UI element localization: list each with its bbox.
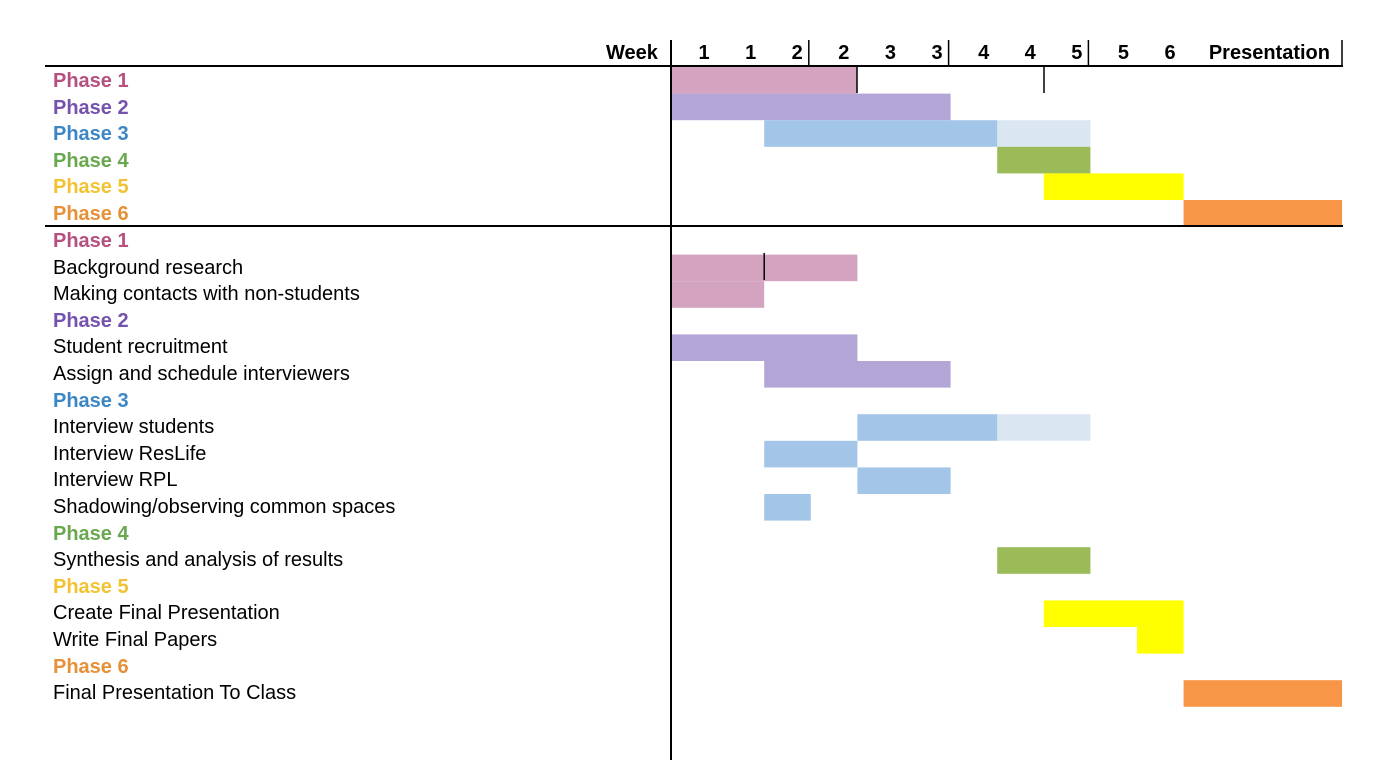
task-label: Interview RPL xyxy=(53,469,178,492)
phase-label: Phase 1 xyxy=(53,70,129,92)
gantt-task-bar xyxy=(1137,627,1184,654)
task-label: Background research xyxy=(53,256,244,279)
week-column-label: 3 xyxy=(931,42,943,64)
week-column-label: 5 xyxy=(1117,42,1129,64)
gantt-task-bar xyxy=(1043,600,1184,627)
week-column-label: 5 xyxy=(1071,42,1083,64)
gantt-summary-bar xyxy=(1043,173,1184,200)
gantt-task-bar xyxy=(857,414,998,441)
task-label: Interview students xyxy=(53,416,215,439)
phase-label: Phase 5 xyxy=(53,575,129,598)
week-column-label: 1 xyxy=(698,42,710,64)
gantt-summary-bar xyxy=(1183,200,1343,227)
week-column-label: 4 xyxy=(1024,42,1036,64)
task-label: Final Presentation To Class xyxy=(53,682,297,705)
gantt-bar-extension xyxy=(997,414,1091,441)
phase-label: Phase 5 xyxy=(53,176,129,199)
week-column-label: 6 xyxy=(1164,42,1176,64)
gantt-summary-bar xyxy=(671,67,858,94)
gantt-bar-extension xyxy=(997,120,1091,147)
task-label: Shadowing/observing common spaces xyxy=(53,496,396,518)
gantt-task-bar xyxy=(764,361,951,388)
phase-label: Phase 6 xyxy=(53,655,129,678)
phase-label: Phase 4 xyxy=(53,149,129,172)
task-label: Student recruitment xyxy=(53,336,228,359)
week-column-label: Presentation xyxy=(1208,42,1330,64)
week-column-label: 1 xyxy=(745,42,757,64)
task-label: Write Final Papers xyxy=(53,629,218,651)
gantt-task-bar xyxy=(764,494,811,521)
gantt-task-bar xyxy=(671,334,858,361)
task-label: Interview ResLife xyxy=(53,442,207,465)
task-label: Assign and schedule interviewers xyxy=(53,363,350,385)
phase-label: Phase 3 xyxy=(53,389,129,412)
phase-label: Phase 2 xyxy=(53,309,129,332)
phase-label: Phase 6 xyxy=(53,203,129,225)
gantt-summary-bar xyxy=(671,93,951,121)
phase-label: Phase 3 xyxy=(53,123,129,146)
gantt-task-bar xyxy=(671,281,765,308)
week-column-label: 3 xyxy=(884,42,896,64)
phase-label: Phase 4 xyxy=(53,522,129,545)
phase-label: Phase 1 xyxy=(53,230,129,252)
task-label: Making contacts with non-students xyxy=(53,283,360,306)
week-column-label: 2 xyxy=(791,42,803,64)
week-column-label: 2 xyxy=(838,42,850,64)
gantt-task-bar xyxy=(1183,680,1343,707)
week-column-label: 4 xyxy=(978,42,990,64)
gantt-task-bar xyxy=(764,440,858,468)
gantt-summary-bar xyxy=(764,120,998,147)
task-label: Create Final Presentation xyxy=(53,602,280,625)
week-header-label: Week xyxy=(606,42,658,64)
gantt-summary-bar xyxy=(997,146,1091,174)
task-label: Synthesis and analysis of results xyxy=(53,549,344,572)
gantt-task-bar xyxy=(857,467,951,494)
phase-label: Phase 2 xyxy=(53,96,129,119)
gantt-task-bar xyxy=(997,547,1091,574)
